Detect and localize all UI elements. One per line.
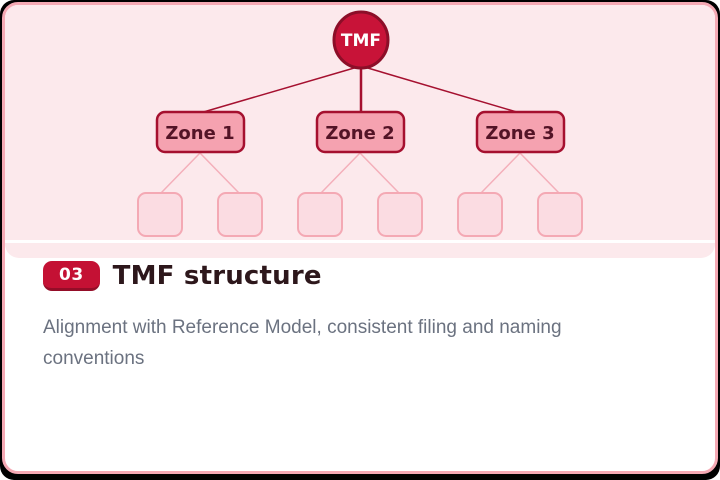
header-bottom-band <box>5 243 715 258</box>
connector-zone2-leaf1 <box>320 152 361 194</box>
leaf-node <box>217 192 263 237</box>
connector-zone1-leaf1 <box>160 152 201 194</box>
header-divider <box>5 240 715 243</box>
connector-zone3-leaf1 <box>480 152 521 194</box>
leaf-node <box>537 192 583 237</box>
connector-root-zone3 <box>360 65 521 114</box>
zone3-label: Zone 3 <box>485 123 554 144</box>
diagram-header: TMF Zone 1 Zone 2 Zone 3 <box>5 5 715 240</box>
zone1-node <box>155 110 246 154</box>
root-node-label: TMF <box>341 31 381 51</box>
leaf-node <box>457 192 503 237</box>
title-row: 03 TMF structure <box>43 259 675 293</box>
leaf-node <box>137 192 183 237</box>
card-description: Alignment with Reference Model, consiste… <box>43 317 562 369</box>
card-content: 03 TMF structure Alignment with Referenc… <box>5 259 715 374</box>
number-badge: 03 <box>43 261 100 291</box>
info-card: TMF Zone 1 Zone 2 Zone 3 03 <box>2 2 718 474</box>
connector-zone2-leaf2 <box>359 152 400 194</box>
connector-root-zone1 <box>199 65 362 114</box>
tmf-tree-diagram: TMF Zone 1 Zone 2 Zone 3 <box>137 10 583 237</box>
leaf-node <box>297 192 343 237</box>
zone3-node <box>475 110 566 154</box>
connector-zone1-leaf2 <box>199 152 240 194</box>
zone2-label: Zone 2 <box>325 123 394 144</box>
leaf-node <box>377 192 423 237</box>
root-node-tmf <box>332 10 390 70</box>
card-title: TMF structure <box>112 261 322 291</box>
zone1-label: Zone 1 <box>165 123 234 144</box>
zone2-node <box>315 110 406 154</box>
connector-zone3-leaf2 <box>519 152 560 194</box>
